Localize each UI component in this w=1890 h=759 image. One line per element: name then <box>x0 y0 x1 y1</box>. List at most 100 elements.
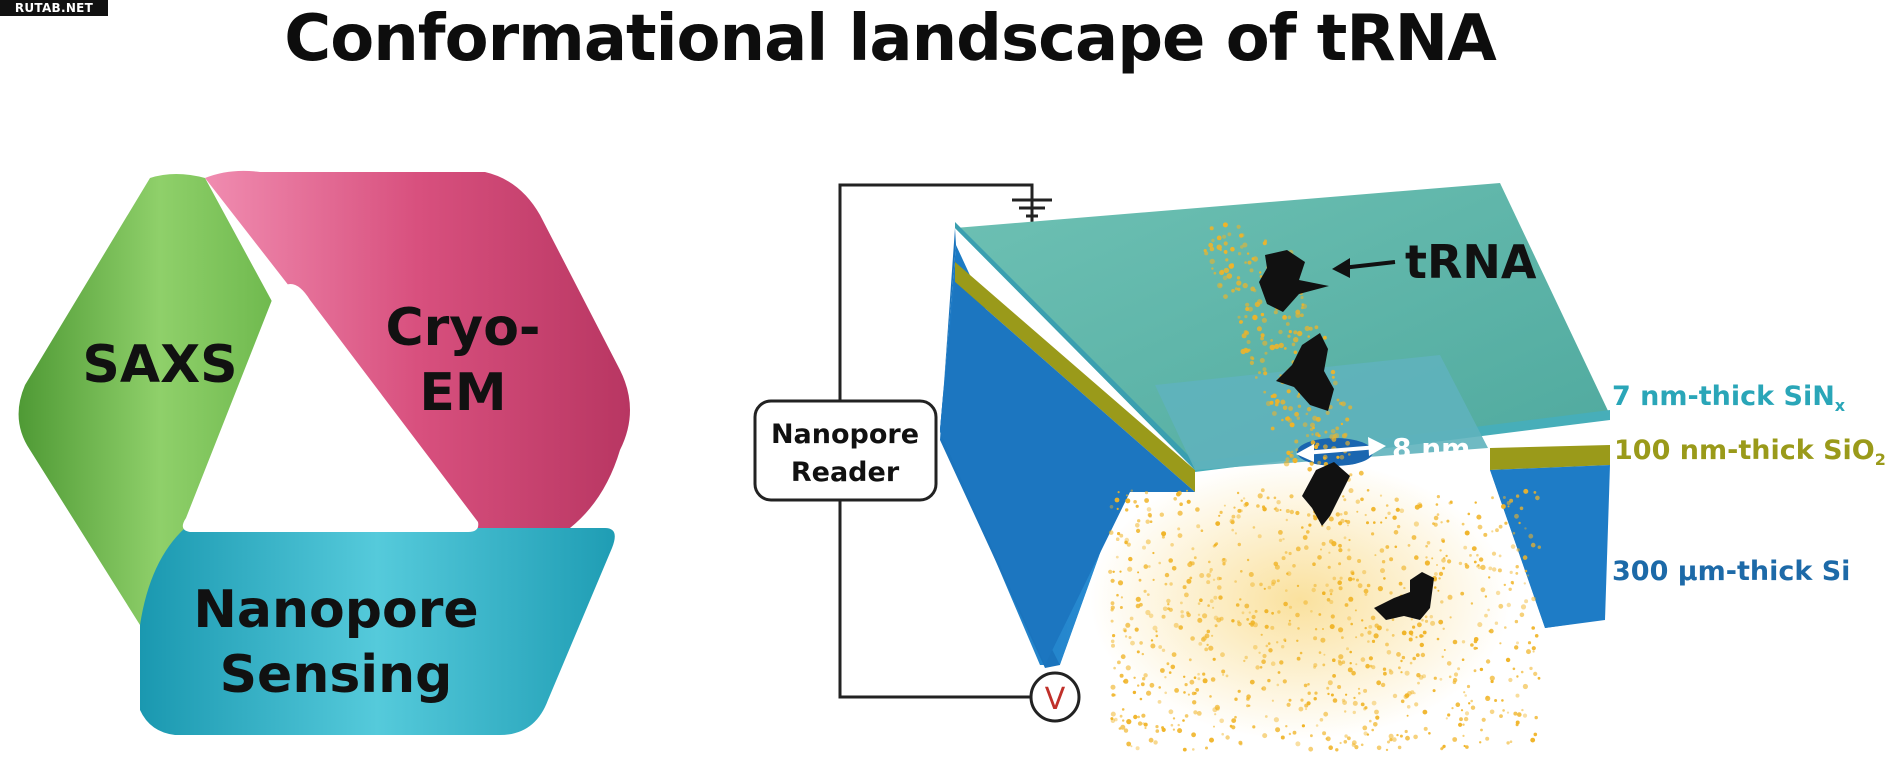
molecule-dot <box>1530 542 1536 548</box>
molecule-dot <box>1267 585 1272 590</box>
molecule-dot <box>1330 614 1335 619</box>
molecule-dot <box>1293 330 1298 335</box>
molecule-dot <box>1328 404 1333 410</box>
translocated-molecules-cloud <box>1090 460 1510 740</box>
molecule-dot <box>1327 692 1330 696</box>
molecule-dot <box>1506 711 1510 714</box>
molecule-dot <box>1442 627 1445 630</box>
molecule-dot <box>1311 587 1316 593</box>
molecule-dot <box>1288 406 1293 411</box>
molecule-dot <box>1123 678 1129 684</box>
molecule-dot <box>1343 498 1347 502</box>
molecule-dot <box>1197 617 1203 623</box>
molecule-dot <box>1438 571 1444 577</box>
molecule-dot <box>1433 515 1439 521</box>
molecule-dot <box>1501 504 1506 509</box>
molecule-dot <box>1391 618 1395 621</box>
molecule-dot <box>1117 580 1124 586</box>
molecule-dot <box>1233 506 1236 509</box>
page-title: Conformational landscape of tRNA <box>284 2 1497 76</box>
molecule-dot <box>1144 491 1149 495</box>
molecule-dot <box>1196 711 1202 716</box>
molecule-dot <box>1260 633 1263 636</box>
molecule-dot <box>1219 270 1225 276</box>
molecule-dot <box>1112 634 1116 638</box>
molecule-dot <box>1386 650 1392 655</box>
molecule-dot <box>1234 532 1237 535</box>
molecule-dot <box>1534 634 1539 638</box>
molecule-dot <box>1303 600 1308 605</box>
molecule-dot <box>1417 681 1420 685</box>
molecule-dot <box>1212 657 1216 661</box>
molecule-dot <box>1422 709 1428 715</box>
molecule-dot <box>1129 616 1134 621</box>
molecule-dot <box>1251 614 1256 620</box>
molecule-dot <box>1214 704 1220 711</box>
molecule-dot <box>1133 500 1137 504</box>
molecule-dot <box>1209 258 1215 265</box>
molecule-dot <box>1148 737 1154 743</box>
molecule-dot <box>1183 675 1186 678</box>
molecule-dot <box>1199 573 1205 578</box>
molecule-dot <box>1459 717 1463 722</box>
molecule-dot <box>1375 715 1380 720</box>
molecule-dot <box>1247 260 1252 265</box>
molecule-dot <box>1110 601 1115 606</box>
molecule-dot <box>1371 532 1375 536</box>
molecule-dot <box>1114 497 1120 503</box>
molecule-dot <box>1221 732 1224 736</box>
trna-arrowhead <box>1332 258 1350 278</box>
molecule-dot <box>1143 564 1149 569</box>
nanopore-device: Nanopore Reader V <box>753 183 1886 752</box>
molecule-dot <box>1171 652 1177 657</box>
molecule-dot <box>1184 714 1189 718</box>
molecule-dot <box>1238 740 1243 745</box>
molecule-dot <box>1282 315 1287 320</box>
molecule-dot <box>1313 665 1317 669</box>
molecule-dot <box>1114 717 1118 722</box>
molecule-dot <box>1522 713 1528 718</box>
molecule-dot <box>1295 448 1299 452</box>
molecule-dot <box>1323 444 1328 450</box>
reader-label-line2: Reader <box>791 457 900 488</box>
molecule-dot <box>1404 693 1410 698</box>
molecule-dot <box>1227 232 1232 237</box>
sinx-layer-label: 7 nm-thick SiNx <box>1612 381 1846 415</box>
molecule-dot <box>1145 519 1150 524</box>
molecule-dot <box>1527 574 1530 577</box>
molecule-dot <box>1274 564 1280 570</box>
molecule-dot <box>1142 722 1145 725</box>
molecule-dot <box>1123 629 1127 633</box>
molecule-dot <box>1148 514 1152 518</box>
molecule-dot <box>1366 733 1370 736</box>
molecule-dot <box>1411 535 1417 540</box>
molecule-dot <box>1389 670 1394 675</box>
molecule-dot <box>1286 572 1289 575</box>
molecule-dot <box>1474 501 1477 504</box>
molecule-dot <box>1191 691 1196 696</box>
molecule-dot <box>1312 562 1316 566</box>
molecule-dot <box>1395 507 1400 512</box>
molecule-dot <box>1195 688 1200 692</box>
molecule-dot <box>1262 733 1268 739</box>
molecule-dot <box>1262 653 1267 659</box>
molecule-dot <box>1110 578 1115 583</box>
molecule-dot <box>1120 596 1123 599</box>
molecule-dot <box>1168 671 1172 674</box>
molecule-dot <box>1292 564 1296 568</box>
molecule-dot <box>1274 343 1280 350</box>
molecule-dot <box>1292 730 1297 735</box>
molecule-dot <box>1367 630 1372 635</box>
molecule-dot <box>1531 596 1536 602</box>
molecule-dot <box>1216 576 1221 581</box>
molecule-dot <box>1339 576 1343 580</box>
molecule-dot <box>1177 728 1183 734</box>
molecule-dot <box>1315 724 1319 727</box>
molecule-dot <box>1354 745 1359 750</box>
molecule-dot <box>1240 570 1243 573</box>
molecule-dot <box>1206 629 1211 634</box>
molecule-dot <box>1473 560 1477 564</box>
trna-molecule-1 <box>1259 250 1329 312</box>
molecule-dot <box>1265 644 1269 648</box>
molecule-dot <box>1130 640 1135 646</box>
